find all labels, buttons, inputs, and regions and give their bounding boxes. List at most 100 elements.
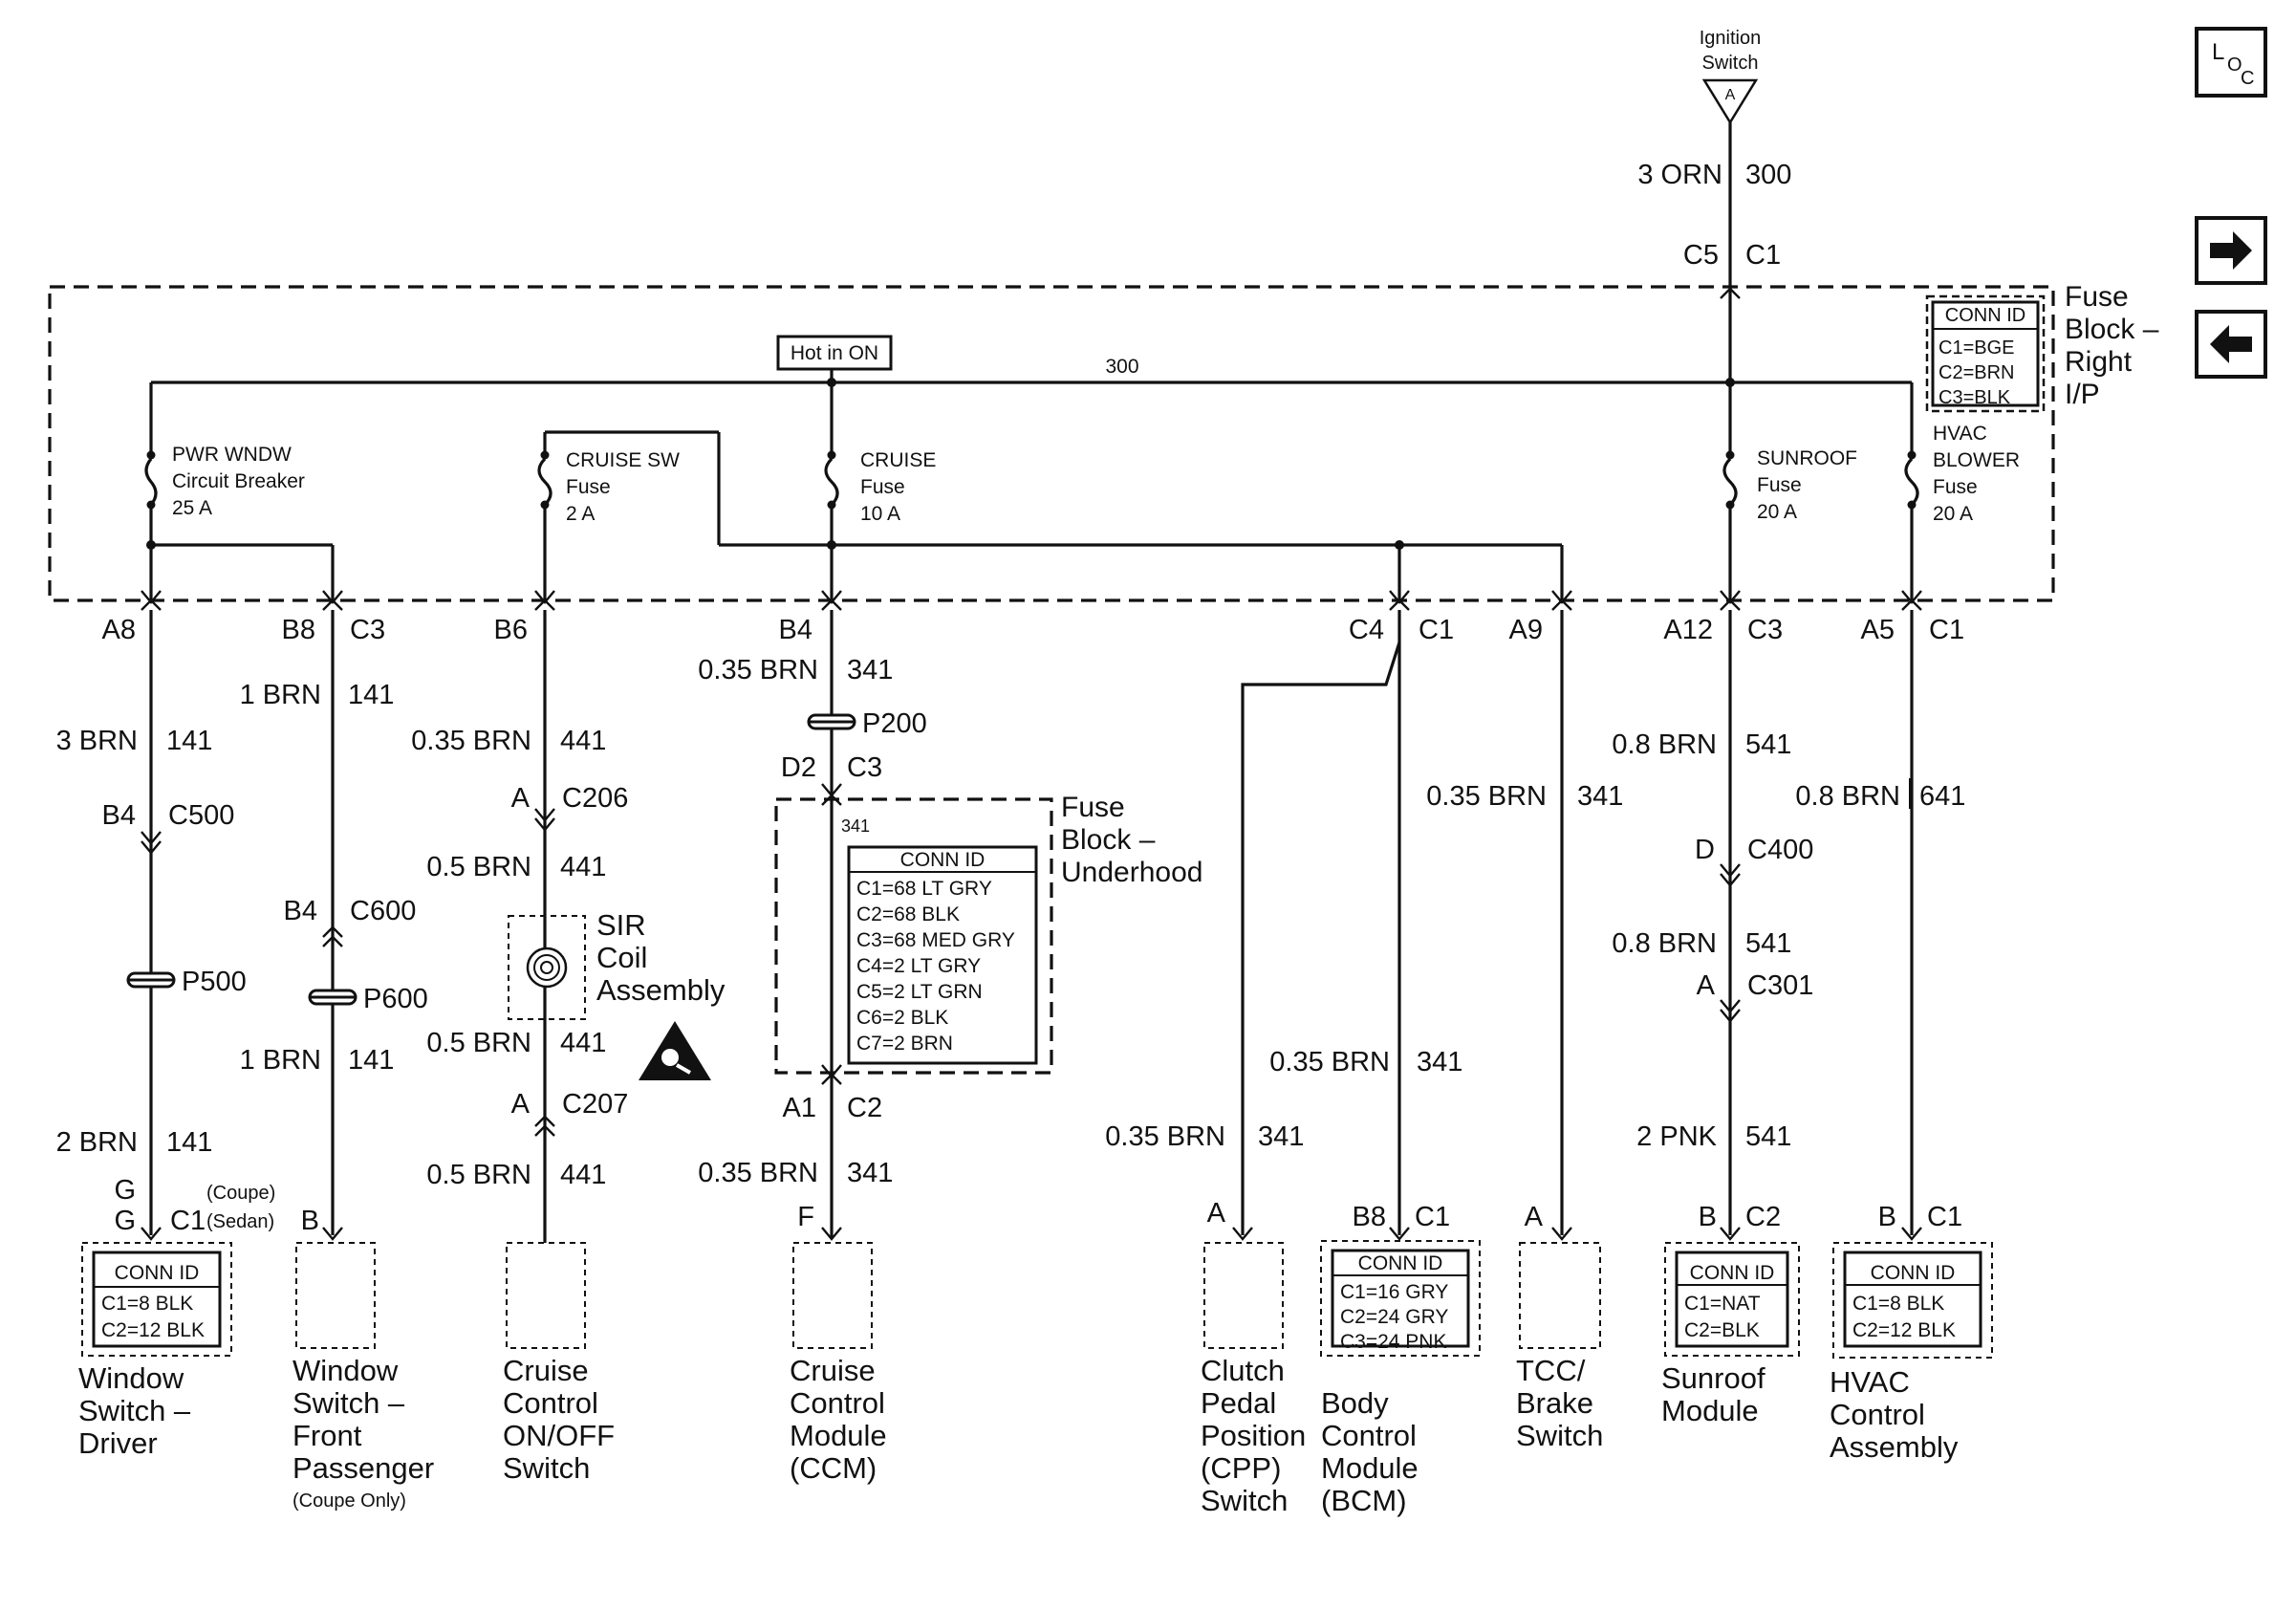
- svg-text:2 BRN: 2 BRN: [56, 1127, 138, 1158]
- svg-text:C1=8 BLK: C1=8 BLK: [1852, 1293, 1944, 1315]
- svg-text:A: A: [511, 783, 531, 814]
- svg-text:Right: Right: [2065, 346, 2133, 378]
- svg-text:(CPP): (CPP): [1201, 1451, 1281, 1485]
- svg-text:(CCM): (CCM): [790, 1451, 877, 1485]
- svg-text:G: G: [114, 1175, 136, 1206]
- svg-text:C7=2 BRN: C7=2 BRN: [856, 1033, 953, 1055]
- svg-text:C301: C301: [1747, 970, 1813, 1001]
- svg-text:A: A: [1207, 1198, 1226, 1229]
- svg-text:Circuit Breaker: Circuit Breaker: [172, 470, 305, 492]
- svg-text:541: 541: [1745, 1121, 1791, 1152]
- svg-text:HVAC: HVAC: [1933, 423, 1987, 445]
- cruise-fuse: CRUISE Fuse 10 A: [824, 449, 936, 525]
- conn-c1-top: C1: [1745, 240, 1781, 271]
- svg-text:C3=BLK: C3=BLK: [1939, 387, 2011, 408]
- ign-wire-circuit: 300: [1745, 160, 1791, 190]
- splice-p500: P500: [126, 967, 247, 997]
- svg-text:C3=24 PNK: C3=24 PNK: [1340, 1331, 1446, 1353]
- svg-text:Body: Body: [1321, 1386, 1389, 1420]
- next-page-button[interactable]: [2195, 216, 2267, 285]
- svg-text:Fuse: Fuse: [2065, 281, 2129, 313]
- svg-text:C2=BRN: C2=BRN: [1939, 362, 2014, 383]
- svg-text:0.35 BRN: 0.35 BRN: [1426, 781, 1547, 812]
- svg-text:B: B: [1699, 1202, 1717, 1232]
- svg-text:0.8 BRN: 0.8 BRN: [1795, 781, 1900, 812]
- svg-text:341: 341: [1258, 1121, 1304, 1152]
- svg-text:P200: P200: [862, 708, 927, 739]
- svg-text:C400: C400: [1747, 835, 1813, 865]
- fuse-block-underhood: Fuse Block – Underhood 341 CONN ID C1=68…: [774, 792, 1202, 1075]
- svg-text:Fuse: Fuse: [860, 476, 905, 498]
- svg-text:Hot in ON: Hot in ON: [791, 342, 878, 364]
- svg-text:Switch –: Switch –: [78, 1394, 191, 1427]
- svg-text:A: A: [1697, 970, 1716, 1001]
- svg-text:B: B: [301, 1206, 319, 1236]
- svg-text:Assembly: Assembly: [596, 973, 726, 1007]
- svg-text:Switch: Switch: [1516, 1419, 1603, 1452]
- svg-text:1 BRN: 1 BRN: [240, 680, 321, 710]
- coil-icon: [526, 946, 568, 989]
- svg-text:25 A: 25 A: [172, 497, 212, 519]
- fuse-block-right-ip: [48, 285, 2055, 602]
- svg-text:0.5 BRN: 0.5 BRN: [426, 1028, 531, 1058]
- svg-text:441: 441: [560, 852, 606, 882]
- svg-text:341: 341: [1417, 1047, 1462, 1077]
- svg-text:A: A: [1525, 1202, 1544, 1232]
- svg-text:BLOWER: BLOWER: [1933, 449, 2020, 471]
- conn-b4: B4: [779, 615, 812, 645]
- svg-text:SUNROOF: SUNROOF: [1757, 447, 1857, 469]
- svg-text:C5=2 LT GRN: C5=2 LT GRN: [856, 981, 983, 1003]
- svg-text:C3=68 MED GRY: C3=68 MED GRY: [856, 929, 1015, 951]
- svg-text:Pedal: Pedal: [1201, 1386, 1276, 1420]
- conn-a9: A9: [1509, 615, 1543, 645]
- svg-text:Switch: Switch: [1201, 1484, 1288, 1517]
- svg-text:P500: P500: [182, 967, 247, 997]
- svg-text:541: 541: [1745, 729, 1791, 760]
- svg-text:341: 341: [1577, 781, 1623, 812]
- fuse-block-right-label: Fuse Block – Right I/P: [2065, 281, 2159, 410]
- svg-text:CONN ID: CONN ID: [1690, 1262, 1775, 1284]
- svg-text:C500: C500: [168, 800, 234, 831]
- svg-text:B: B: [1878, 1202, 1896, 1232]
- svg-text:B4: B4: [102, 800, 136, 831]
- loc-button[interactable]: L O C: [2195, 27, 2267, 98]
- svg-text:C1=BGE: C1=BGE: [1939, 337, 2014, 359]
- svg-text:A: A: [1725, 87, 1736, 103]
- svg-text:2 A: 2 A: [566, 503, 595, 525]
- svg-text:341: 341: [847, 1158, 893, 1188]
- svg-text:441: 441: [560, 726, 606, 756]
- svg-text:C2=12 BLK: C2=12 BLK: [1852, 1319, 1956, 1341]
- conn-c5: C5: [1683, 240, 1719, 271]
- svg-text:D: D: [1695, 835, 1715, 865]
- svg-text:0.35 BRN: 0.35 BRN: [698, 1158, 818, 1188]
- svg-text:10 A: 10 A: [860, 503, 900, 525]
- svg-text:C1=NAT: C1=NAT: [1684, 1293, 1761, 1315]
- sir-coil-assembly: SIR Coil Assembly: [508, 908, 726, 1020]
- svg-text:A: A: [511, 1089, 531, 1120]
- cruise-control-module: Cruise Control Module (CCM): [790, 1242, 887, 1485]
- svg-text:Assembly: Assembly: [1830, 1430, 1959, 1464]
- svg-text:C4=2 LT GRY: C4=2 LT GRY: [856, 955, 981, 977]
- svg-text:(Coupe Only): (Coupe Only): [292, 1490, 406, 1512]
- prev-page-button[interactable]: [2195, 310, 2267, 379]
- svg-text:0.8 BRN: 0.8 BRN: [1612, 729, 1717, 760]
- svg-text:ON/OFF: ON/OFF: [503, 1419, 615, 1452]
- svg-text:2 PNK: 2 PNK: [1636, 1121, 1717, 1152]
- svg-text:0.35 BRN: 0.35 BRN: [1105, 1121, 1225, 1152]
- svg-text:D2: D2: [781, 752, 816, 783]
- ignition-switch: Ignition Switch A: [1700, 28, 1761, 125]
- window-switch-driver: CONN ID C1=8 BLK C2=12 BLK Window Switch…: [78, 1242, 232, 1460]
- svg-text:Block –: Block –: [1061, 824, 1156, 856]
- svg-text:A1: A1: [783, 1093, 816, 1123]
- svg-text:CONN ID: CONN ID: [1945, 305, 2025, 326]
- conn-b8-c3: C3: [350, 615, 385, 645]
- svg-text:0.5 BRN: 0.5 BRN: [426, 852, 531, 882]
- svg-text:Switch: Switch: [503, 1451, 590, 1485]
- ign-wire-size: 3 ORN: [1637, 160, 1722, 190]
- conn-a5-c1: C1: [1929, 615, 1964, 645]
- svg-text:C207: C207: [562, 1089, 628, 1120]
- svg-text:Brake: Brake: [1516, 1386, 1593, 1420]
- svg-text:C1: C1: [1927, 1202, 1962, 1232]
- svg-text:Control: Control: [790, 1386, 885, 1420]
- svg-text:Module: Module: [1661, 1394, 1759, 1427]
